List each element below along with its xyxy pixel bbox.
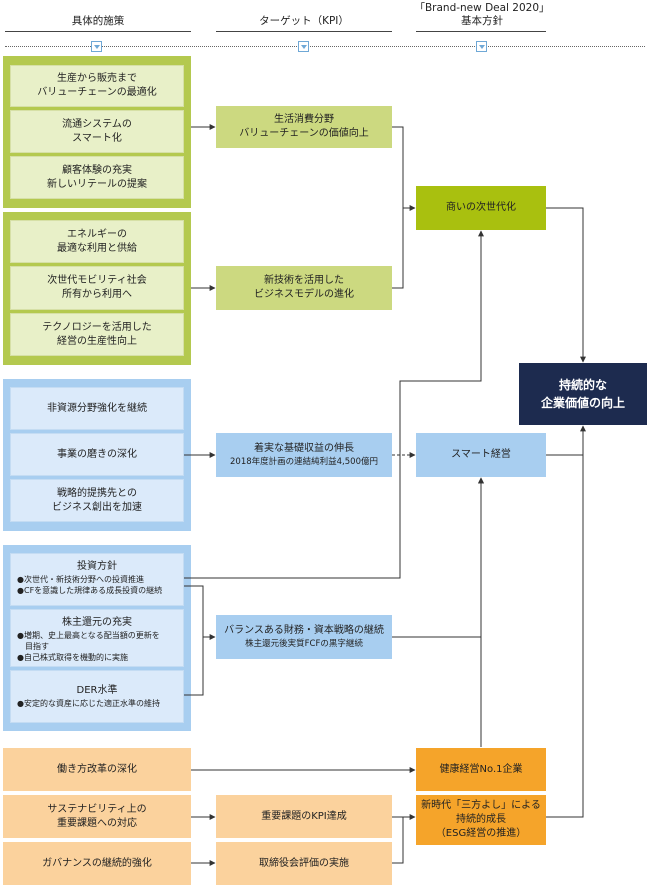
policy-bullets: ●次世代・新技術分野への投資推進 ●CFを意識した規律ある成長投資の継続 [17, 575, 163, 595]
kpi-box-value-chain: 生活消費分野 バリューチェーンの価値向上 [216, 106, 392, 148]
header-policy-line2: 基本方針 [461, 15, 503, 27]
policy-bullets: ●増期、史上最高となる配当額の更新を 目指す ●自己株式取得を機動的に実施 [17, 631, 160, 662]
measure-box-orange: 働き方改革の深化 [3, 748, 191, 791]
kpi-box-base-earnings: 着実な基礎収益の伸長 2018年度計画の連結純利益4,500億円 [216, 433, 392, 477]
line-strategy3-to-final [546, 455, 584, 818]
arrow-strategy2-to-final [546, 425, 586, 456]
policy-box-shareholder-return: 株主還元の充実 ●増期、史上最高となる配当額の更新を 目指す ●自己株式取得を機… [10, 609, 184, 667]
measure-box: 生産から販売まで バリューチェーンの最適化 [10, 65, 184, 107]
policy-bullets: ●安定的な資産に応じた適正水準の維持 [17, 699, 160, 708]
kpi-box-board-evaluation: 取締役会評価の実施 [216, 842, 392, 885]
column-marker-kpi-icon [298, 41, 309, 52]
header-rule-measures [5, 31, 191, 32]
arrow-strategy1-to-final [546, 207, 586, 363]
column-marker-measures-icon [91, 41, 102, 52]
measure-box: テクノロジーを活用した 経営の生産性向上 [10, 313, 184, 356]
policy-box-investment: 投資方針 ●次世代・新技術分野への投資推進 ●CFを意識した規律ある成長投資の継… [10, 553, 184, 606]
kpi-main-text: バランスある財務・資本戦略の継続 [224, 625, 384, 636]
kpi-sub-text: 2018年度計画の連結純利益4,500億円 [230, 457, 378, 467]
header-dotted-divider [5, 46, 645, 47]
measure-box-orange: サステナビリティ上の 重要課題への対応 [3, 795, 191, 838]
kpi-box-financial-strategy: バランスある財務・資本戦略の継続 株主還元後実質FCFの黒字継続 [216, 615, 392, 659]
kpi-box-new-tech: 新技術を活用した ビジネスモデルの進化 [216, 266, 392, 310]
measure-box: 流通システムの スマート化 [10, 110, 184, 153]
header-kpi: ターゲット（KPI） [259, 15, 349, 27]
arrow-investment-to-strategy1 [184, 230, 484, 579]
strategy-box-health-management: 健康経営No.1企業 [416, 748, 546, 791]
line-kpi1-to-merge [392, 126, 404, 289]
column-marker-policy-icon [476, 41, 487, 52]
policy-title: 投資方針 [77, 561, 117, 572]
policy-box-der: DER水準 ●安定的な資産に応じた適正水準の維持 [10, 670, 184, 723]
line-kpi5-kpi6-merge [392, 816, 404, 864]
final-box-corporate-value: 持続的な 企業価値の向上 [519, 363, 647, 425]
measure-box: エネルギーの 最適な利用と供給 [10, 220, 184, 263]
arrow-kpi4-to-strategy2 [392, 477, 484, 638]
header-rule-policy [416, 31, 546, 32]
measure-box: 次世代モビリティ社会 所有から利用へ [10, 266, 184, 310]
strategy-box-sanpo-yoshi: 新時代「三方よし」による 持続的成長 （ESG経営の推進） [416, 795, 546, 845]
measure-box: 顧客体験の充実 新しいリテールの提案 [10, 156, 184, 199]
kpi-sub-text: 株主還元後実質FCFの黒字継続 [245, 639, 363, 649]
policy-title: 株主還元の充実 [62, 617, 132, 628]
header-policy-line1: 「Brand-new Deal 2020」 [414, 2, 550, 14]
header-measures: 具体的施策 [71, 15, 125, 27]
strategy-box-next-gen-business: 商いの次世代化 [416, 186, 546, 230]
measure-box: 戦略的提携先との ビジネス創出を加速 [10, 479, 184, 522]
header-rule-kpi [216, 31, 392, 32]
strategy-box-smart-management: スマート経営 [416, 433, 546, 477]
measure-box: 事業の磨きの深化 [10, 433, 184, 476]
measure-box-orange: ガバナンスの継続的強化 [3, 842, 191, 885]
bracket-group4 [184, 585, 204, 696]
kpi-main-text: 着実な基礎収益の伸長 [254, 443, 354, 454]
kpi-box-material-issues: 重要課題のKPI達成 [216, 795, 392, 838]
measure-box: 非資源分野強化を継続 [10, 387, 184, 430]
policy-title: DER水準 [76, 685, 118, 696]
